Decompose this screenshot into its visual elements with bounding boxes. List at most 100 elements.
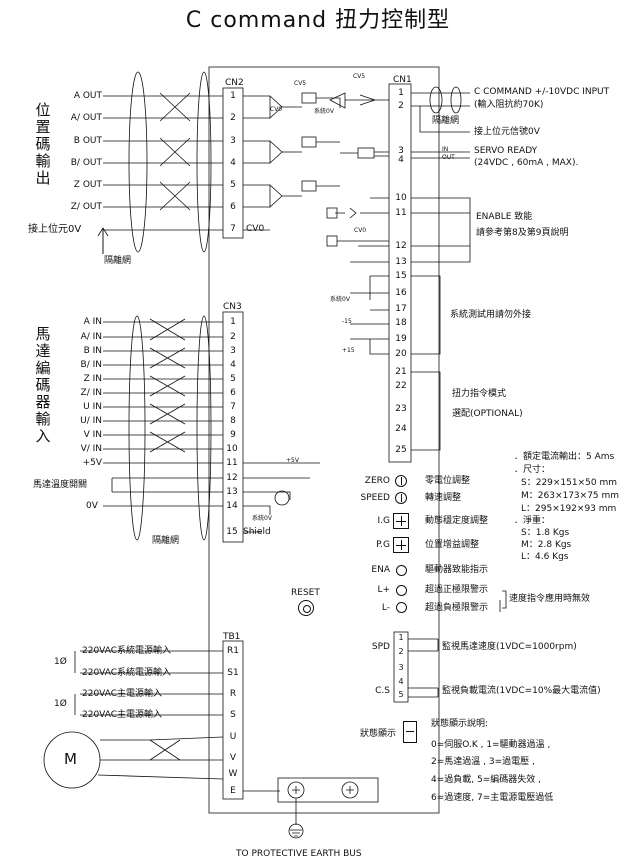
drive-enclosure <box>208 66 440 814</box>
cn2-sys0v: 系統0V <box>314 108 334 115</box>
cn3-pin: 8 <box>230 416 236 426</box>
monitor-pin: 1 <box>398 633 404 642</box>
zero-potentiometer[interactable] <box>395 475 407 487</box>
cn1-pin: 10 <box>395 193 407 203</box>
cn1-minus15: -15 <box>342 318 352 325</box>
pg-label: P.G <box>376 540 390 550</box>
cn1-pin: 15 <box>395 271 407 281</box>
cn1-shield-label: 隔離網 <box>432 116 460 126</box>
cn3-pin: 14 <box>226 501 238 511</box>
cn2-signal: B/ OUT <box>70 158 102 168</box>
monitor-pin: 4 <box>398 677 404 686</box>
cn3-pin: 12 <box>226 473 238 483</box>
cn2-label: CN2 <box>225 78 244 88</box>
cn2-signal: Z OUT <box>73 180 102 190</box>
tb1-input: 220VAC主電源輸入 <box>82 710 163 720</box>
ig-label: I.G <box>377 516 391 526</box>
enable-ref-label: 請參考第8及第9頁說明 <box>476 228 569 238</box>
page-title: C command 扭力控制型 <box>185 8 451 33</box>
cn1-pin: 18 <box>395 318 407 328</box>
tb1-input: 220VAC主電源輸入 <box>82 689 163 699</box>
ig-adjuster[interactable] <box>393 513 409 529</box>
reset-button[interactable] <box>298 600 314 616</box>
cn1-label: CN1 <box>393 75 412 85</box>
cn3-pin: 11 <box>226 458 238 468</box>
ena-led <box>396 565 407 576</box>
cn2-pin: 7 <box>230 224 236 234</box>
cn3-shield: Shield <box>243 527 271 537</box>
spec-size: ．尺寸： <box>514 465 551 475</box>
cn1-pin: 23 <box>395 404 407 414</box>
monitor-block <box>393 631 409 703</box>
cn1-pin: 11 <box>395 208 407 218</box>
cs-desc: 監視負載電流(1VDC=10%最大電流值) <box>442 686 601 696</box>
cn3-pin: 15 <box>226 527 238 537</box>
cn1-external <box>411 86 471 451</box>
cn3-pin: 4 <box>230 360 236 370</box>
zero-volt-label: 0V <box>86 501 98 511</box>
signal-ground-label: 接上位元信號0V <box>474 127 540 137</box>
cn1-pin: 17 <box>395 304 407 314</box>
system-test-label: 系統測試用請勿外接 <box>450 310 532 320</box>
cn3-block <box>222 311 244 543</box>
status-display <box>403 721 417 743</box>
cn1-pin: 25 <box>395 445 407 455</box>
cn2-signal: Z/ OUT <box>70 202 102 212</box>
tb1-label: TB1 <box>223 632 241 642</box>
status-label: 狀態顯示 <box>360 729 397 739</box>
status-line: 2=馬達過溫 , 3=過電壓 , <box>431 757 535 767</box>
cn2-signal: B OUT <box>73 136 102 146</box>
cn3-pin: 1 <box>230 317 236 327</box>
spec-weight-l: L：4.6 Kgs <box>521 552 569 562</box>
cn2-cv0-internal: CV0 <box>270 106 283 113</box>
cn1-pin: 22 <box>395 381 407 391</box>
status-line: 6=過速度, 7=主電源電壓過低 <box>431 793 554 803</box>
cn1-plus15: +15 <box>342 347 355 354</box>
cn3-sys0v: 系統0V <box>252 515 272 522</box>
cn2-pin: 3 <box>230 136 236 146</box>
impedance-label: (輸入阻抗約70K) <box>474 100 544 110</box>
cn3-signal: V IN <box>83 430 102 440</box>
cn1-sys0v: 系統0V <box>330 296 350 303</box>
cn3-pin: 10 <box>226 444 238 454</box>
speed-label: SPEED <box>360 493 390 503</box>
speed-potentiometer[interactable] <box>395 492 407 504</box>
c-command-label: C COMMAND +/-10VDC INPUT <box>474 87 610 97</box>
shield-label-2: 隔離網 <box>152 536 180 546</box>
tb1-pin: S1 <box>227 668 239 678</box>
cn2-wires <box>102 71 223 254</box>
tb1-pin: S <box>230 710 236 720</box>
tb1-pin: W <box>228 769 238 779</box>
ena-label: ENA <box>371 565 390 575</box>
monitor-pin: 2 <box>398 647 404 656</box>
cn1-in-label: IN <box>442 146 449 153</box>
cn3-signal: Z IN <box>83 374 102 384</box>
cn3-signal: U/ IN <box>80 416 102 426</box>
cn3-pin: 6 <box>230 388 236 398</box>
lminus-label: L- <box>381 603 390 613</box>
status-line: 4=過負載, 5=編碼器失效 , <box>431 775 541 785</box>
cn3-pin: 3 <box>230 346 236 356</box>
shield-label: 隔離網 <box>104 256 132 266</box>
cn1-pin: 24 <box>395 424 407 434</box>
spec-weight-m: M：2.8 Kgs <box>521 540 572 550</box>
lminus-desc: 超過負極限警示 <box>425 603 489 613</box>
lplus-desc: 超過正極限警示 <box>425 585 489 595</box>
lplus-label: L+ <box>377 585 390 595</box>
cn1-pin: 16 <box>395 288 407 298</box>
cn1-internal <box>326 92 389 355</box>
cn3-signal: B IN <box>83 346 102 356</box>
cn3-pin: 7 <box>230 402 236 412</box>
cn1-pin: 12 <box>395 241 407 251</box>
pg-adjuster[interactable] <box>393 537 409 553</box>
tb1-pin: R <box>229 689 237 699</box>
cn3-label: CN3 <box>223 302 242 312</box>
tb1-pin: E <box>230 786 236 796</box>
spec-size-l: L：295×192×93 mm <box>521 504 617 514</box>
lplus-led <box>396 585 407 596</box>
cn3-signal: U IN <box>83 402 102 412</box>
phase-label-1: 1Ø <box>54 657 67 667</box>
tb1-block <box>222 640 244 800</box>
spec-weight: ．淨重： <box>514 516 551 526</box>
